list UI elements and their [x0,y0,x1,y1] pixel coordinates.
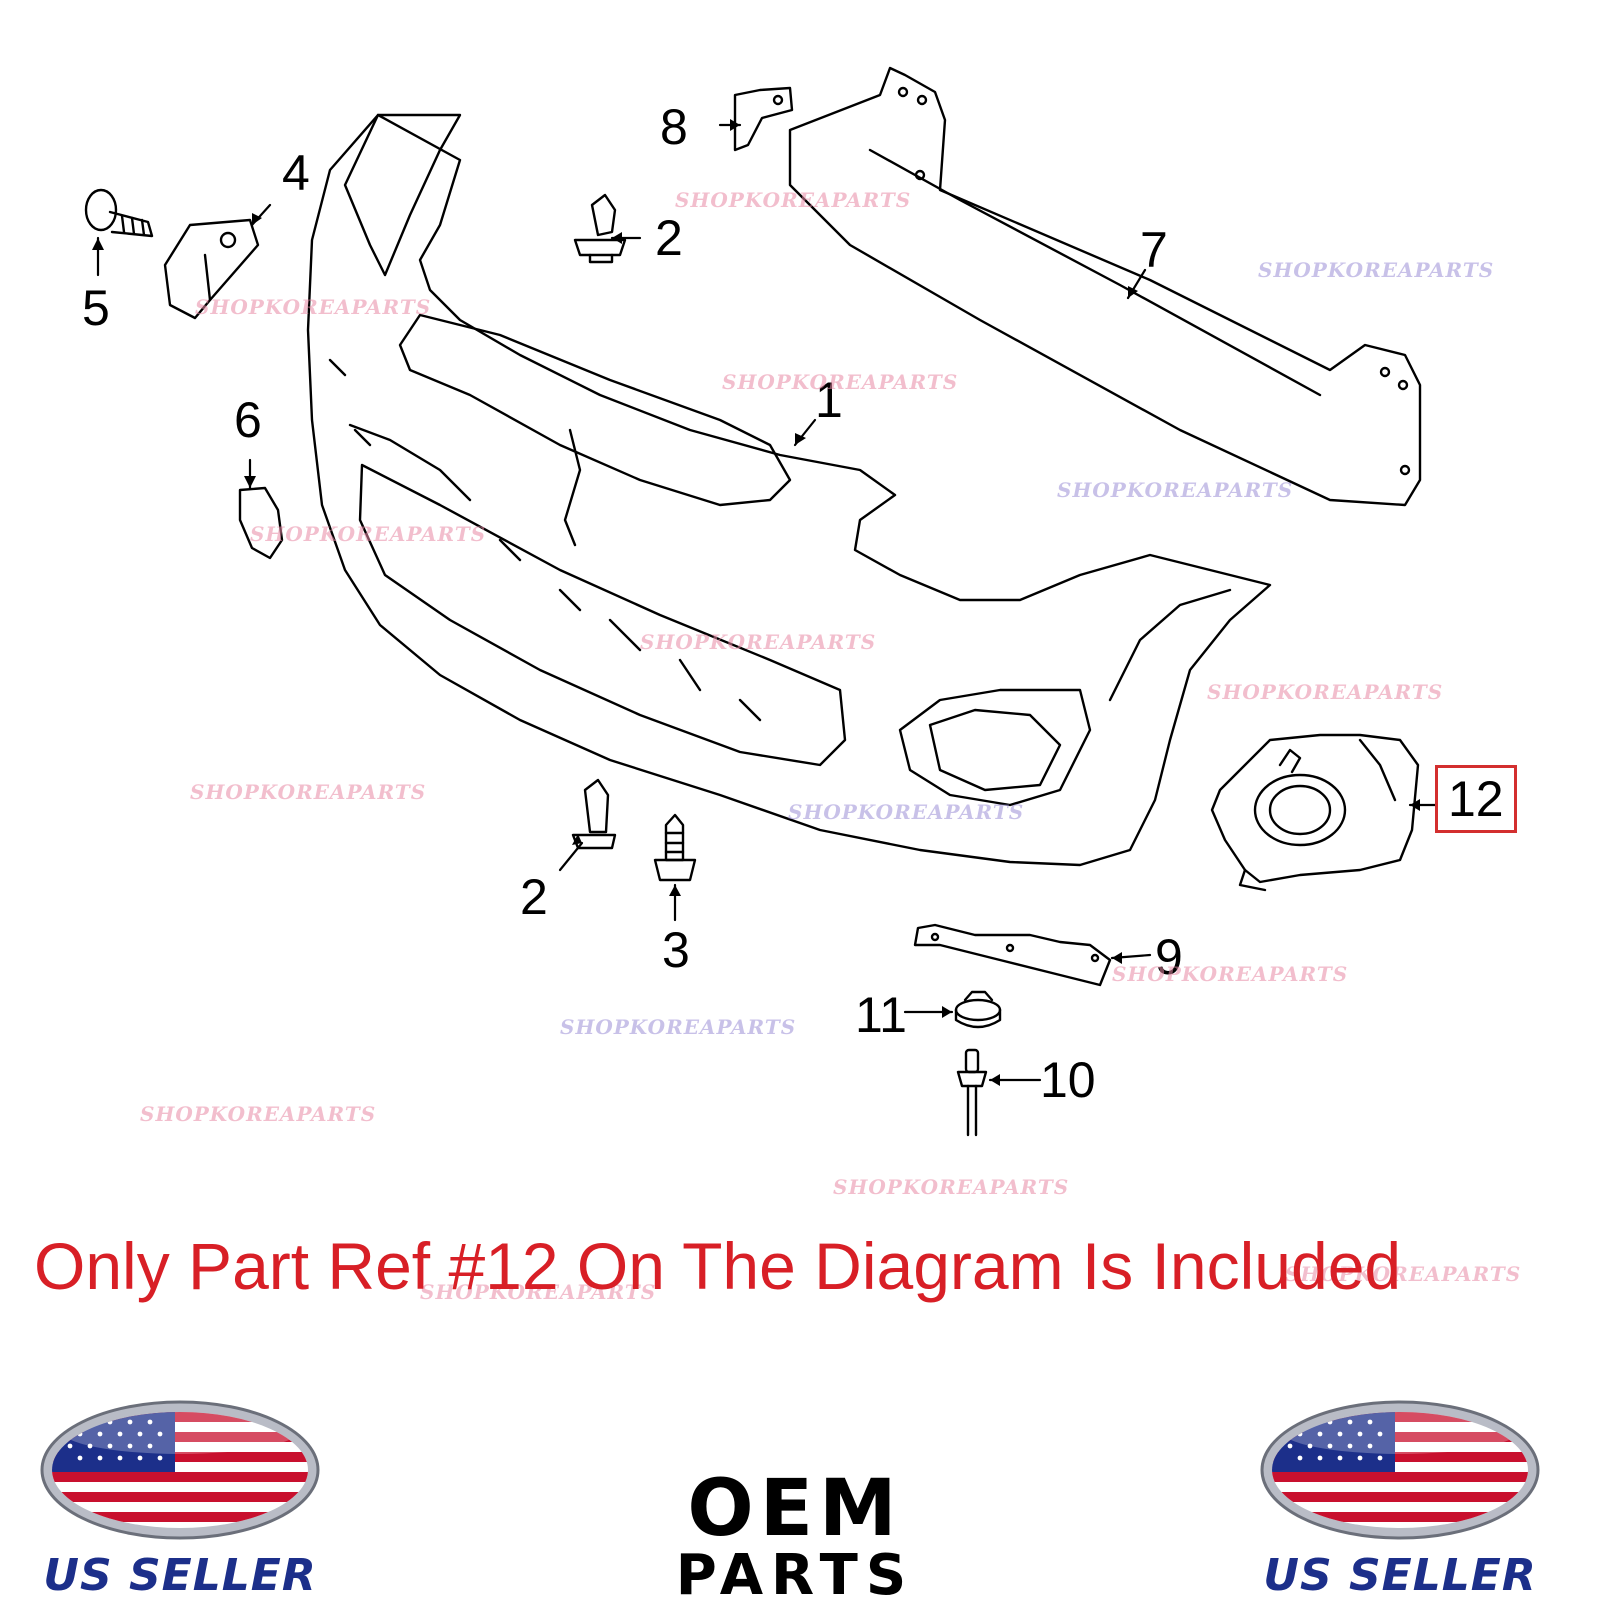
parts-text: PARTS [675,1543,915,1608]
clip-upper-part [573,193,627,264]
us-seller-badge-right: US SELLER [1220,1400,1580,1601]
lower-bracket-part [913,923,1112,987]
pin-part [956,1048,988,1137]
watermark: SHOPKOREAPARTS [833,1175,1070,1199]
watermark: SHOPKOREAPARTS [788,800,1025,824]
bolt-part [84,188,154,238]
bumper-exploded-diagram [84,66,1437,1137]
watermark: SHOPKOREAPARTS [560,1015,797,1039]
us-seller-label: US SELLER [1263,1550,1537,1601]
watermark: SHOPKOREAPARTS [1258,258,1495,282]
screw-part [653,813,697,882]
reinforcement-beam-part [788,66,1422,507]
watermark: SHOPKOREAPARTS [190,780,427,804]
oem-text: OEM [687,1464,903,1554]
watermark: SHOPKOREAPARTS [250,522,487,546]
callout-2-lower: 2 [520,869,548,925]
bracket-small-part [733,86,794,152]
callout-12-highlighted: 12 [1435,765,1517,833]
callout-3: 3 [662,922,690,978]
callout-11: 11 [855,987,907,1043]
leader-arrowheads [92,119,1420,1086]
callout-9: 9 [1155,929,1183,985]
tow-cover-part [238,486,284,560]
watermark: SHOPKOREAPARTS [1285,1262,1522,1286]
callout-5: 5 [82,280,110,336]
watermark: SHOPKOREAPARTS [140,1102,377,1126]
watermark: SHOPKOREAPARTS [1207,680,1444,704]
callout-10: 10 [1040,1052,1096,1108]
watermark: SHOPKOREAPARTS [675,188,912,212]
watermark: SHOPKOREAPARTS [420,1280,657,1304]
watermark: SHOPKOREAPARTS [722,370,959,394]
fog-lamp-bezel-part [1210,733,1420,892]
oem-parts-logo: OEM PARTS [630,1470,960,1604]
watermark: SHOPKOREAPARTS [195,295,432,319]
callout-8: 8 [660,99,688,155]
watermark: SHOPKOREAPARTS [1057,478,1294,502]
bumper-cover-part [306,113,1272,867]
callout-6: 6 [234,392,262,448]
us-flag-icon [40,1400,320,1540]
callout-4: 4 [282,145,310,201]
callout-1: 1 [815,372,843,428]
watermark: SHOPKOREAPARTS [1112,962,1349,986]
watermark: SHOPKOREAPARTS [640,630,877,654]
included-part-notice: Only Part Ref #12 On The Diagram Is Incl… [34,1229,1402,1303]
callout-7: 7 [1140,222,1168,278]
us-seller-badge-left: US SELLER [0,1400,360,1601]
us-flag-icon [1260,1400,1540,1540]
callout-2-upper: 2 [655,210,683,266]
us-seller-label: US SELLER [43,1550,317,1601]
grommet-part [954,990,1002,1029]
leader-lines [96,123,1437,1082]
